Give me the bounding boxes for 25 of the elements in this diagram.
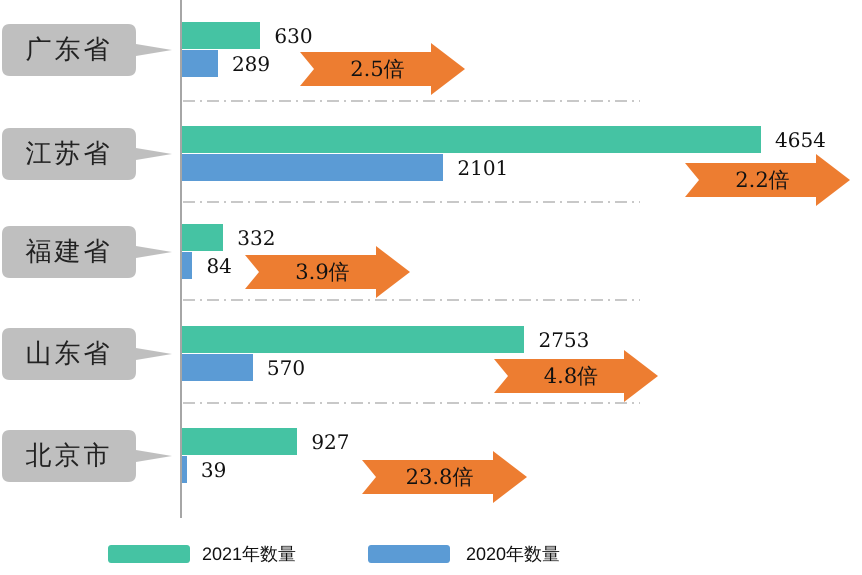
value-label: 4654 — [775, 128, 826, 152]
value-label: 84 — [206, 254, 232, 278]
annotation: 2.5倍 — [350, 57, 405, 81]
value-label: 570 — [266, 356, 306, 380]
y-tick-label: 江苏省 — [24, 138, 114, 171]
annotation: 23.8倍 — [404, 464, 474, 491]
legend-label: 2021年数量 — [202, 543, 296, 566]
value-label: 39 — [200, 458, 226, 482]
value-label: 927 — [311, 430, 350, 454]
multiplier-arrow: 2.5倍 — [300, 43, 465, 95]
y-tick-label: 山东省 — [24, 338, 114, 371]
y-tick-label: 北京市 — [24, 440, 114, 473]
value-label: 2101 — [457, 156, 508, 180]
value-label: 289 — [232, 52, 270, 76]
y-tick-label: 福建省 — [24, 236, 114, 269]
multiplier-arrow: 23.8倍 — [362, 451, 527, 503]
y-tick-label: 广东省 — [24, 34, 114, 67]
multiplier-arrow: 3.9倍 — [245, 246, 410, 298]
multiplier-arrow: 4.8倍 — [494, 350, 658, 402]
legend-label: 2020年数量 — [466, 543, 560, 566]
value-label: 2753 — [538, 328, 590, 352]
annotation: 3.9倍 — [295, 260, 350, 284]
annotation: 2.2倍 — [734, 167, 791, 194]
annotation: 4.8倍 — [544, 364, 598, 388]
multiplier-arrow: 2.2倍 — [685, 154, 850, 206]
